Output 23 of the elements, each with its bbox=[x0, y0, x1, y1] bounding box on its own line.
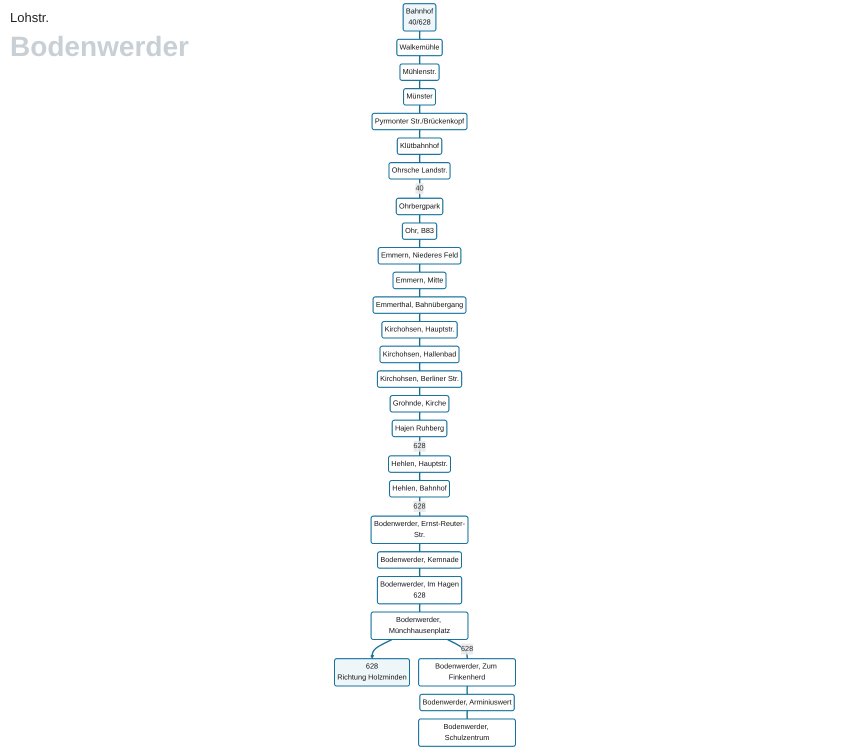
connector bbox=[418, 31, 420, 40]
connector bbox=[418, 264, 420, 272]
connector bbox=[418, 105, 420, 114]
connector bbox=[418, 362, 420, 372]
connector bbox=[418, 472, 420, 481]
connector bbox=[418, 56, 420, 64]
connector bbox=[418, 80, 420, 89]
connector bbox=[418, 288, 420, 298]
connector bbox=[418, 412, 420, 420]
arrow bbox=[370, 639, 392, 660]
connector bbox=[418, 314, 420, 322]
connector bbox=[466, 686, 468, 695]
connector bbox=[418, 154, 420, 163]
connector bbox=[418, 338, 420, 346]
connector bbox=[418, 568, 420, 577]
connector bbox=[418, 240, 420, 248]
connector bbox=[418, 544, 420, 552]
connector bbox=[418, 214, 420, 224]
connector bbox=[418, 388, 420, 396]
connector bbox=[466, 710, 468, 720]
connector bbox=[418, 130, 420, 138]
stop-label: Lohstr. bbox=[10, 10, 50, 25]
connector bbox=[418, 604, 420, 612]
